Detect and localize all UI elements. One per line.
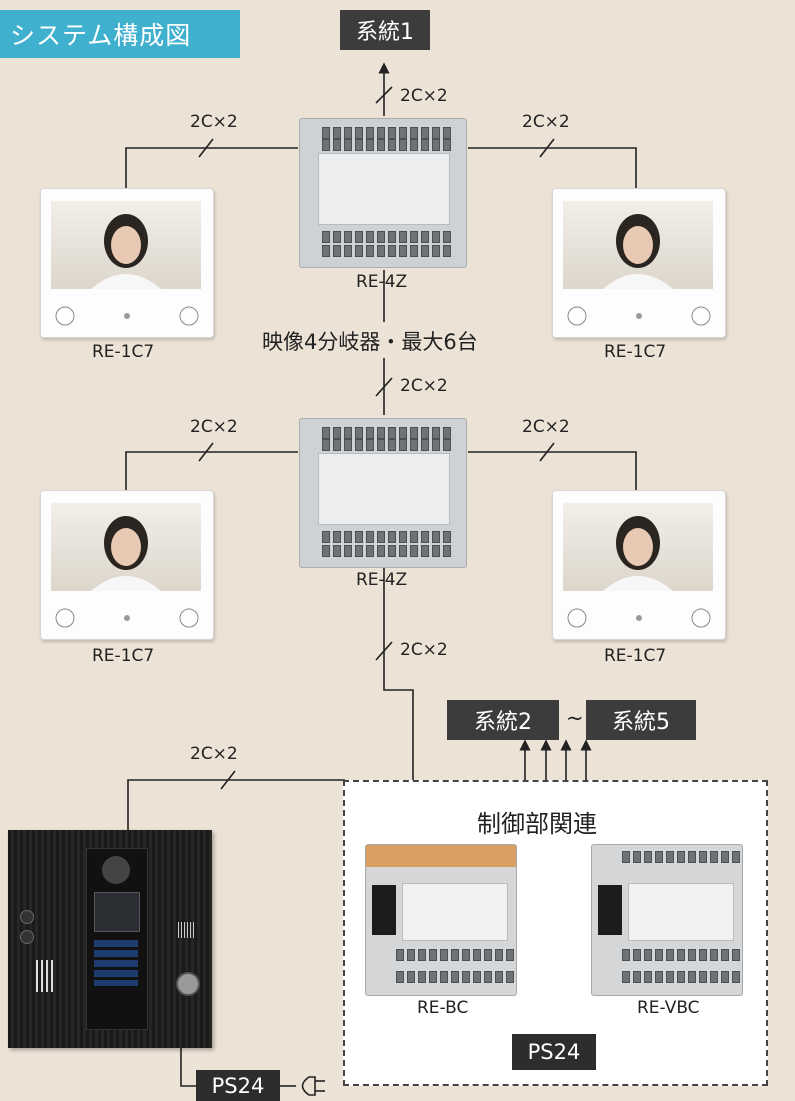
cable-label: 2C×2 — [190, 744, 238, 764]
cable-label: 2C×2 — [190, 417, 238, 437]
person-icon — [91, 214, 161, 289]
key-switch-icon — [176, 972, 200, 996]
power-supply-box: PS24 — [512, 1034, 596, 1070]
range-separator: ~ — [566, 706, 584, 730]
person-icon — [603, 214, 673, 289]
splitter-unit — [299, 118, 467, 268]
person-icon — [603, 516, 673, 591]
monitor-unit — [552, 188, 726, 338]
speaker-grill-icon — [178, 922, 194, 938]
cable-label: 2C×2 — [400, 640, 448, 660]
splitter-unit — [299, 418, 467, 568]
splitter-description: 映像4分岐器・最大6台 — [262, 330, 478, 354]
controller-model-label: RE-VBC — [637, 998, 700, 1018]
splitter-model-label: RE-4Z — [356, 570, 408, 590]
monitor-model-label: RE-1C7 — [604, 342, 667, 362]
controller-unit — [365, 844, 517, 996]
power-supply-box: PS24 — [196, 1070, 280, 1101]
monitor-unit — [40, 490, 214, 640]
cable-label: 2C×2 — [400, 376, 448, 396]
monitor-unit — [552, 490, 726, 640]
splitter-model-label: RE-4Z — [356, 272, 408, 292]
system-2-label: 系統2 — [447, 700, 559, 740]
camera-icon — [102, 856, 130, 884]
monitor-model-label: RE-1C7 — [604, 646, 667, 666]
system-1-label: 系統1 — [340, 10, 430, 50]
monitor-unit — [40, 188, 214, 338]
cable-label: 2C×2 — [522, 112, 570, 132]
person-icon — [91, 516, 161, 591]
cable-label: 2C×2 — [522, 417, 570, 437]
monitor-model-label: RE-1C7 — [92, 646, 155, 666]
page-title: システム構成図 — [0, 10, 240, 58]
controller-model-label: RE-BC — [417, 998, 469, 1018]
plug-icon — [301, 1076, 325, 1096]
monitor-model-label: RE-1C7 — [92, 342, 155, 362]
cable-label: 2C×2 — [190, 112, 238, 132]
system-5-label: 系統5 — [586, 700, 696, 740]
cable-label: 2C×2 — [400, 86, 448, 106]
control-group: 制御部関連 RE-BC RE-VBC — [343, 780, 768, 1086]
entrance-panel — [8, 830, 212, 1048]
controller-unit — [591, 844, 743, 996]
control-group-title: 制御部関連 — [477, 810, 597, 838]
